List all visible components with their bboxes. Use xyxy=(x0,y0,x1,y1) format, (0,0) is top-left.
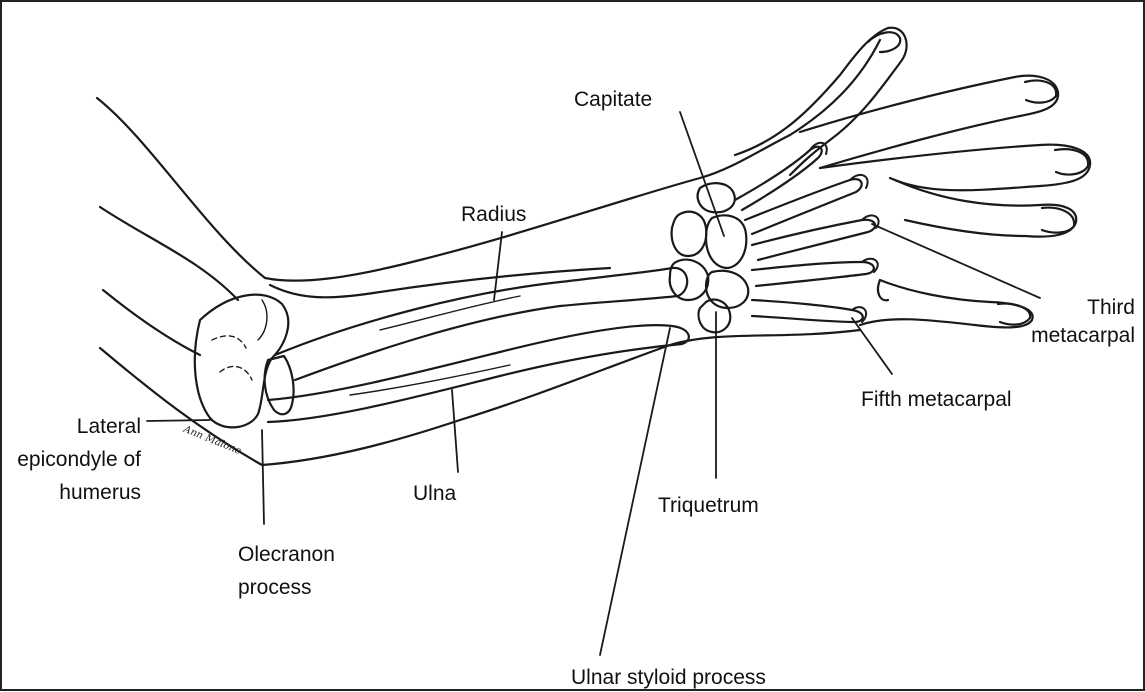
upper-arm-lower-outline xyxy=(103,290,200,355)
ring-finger-nail xyxy=(1042,208,1074,233)
metacarpal-4 xyxy=(752,262,874,286)
leader-olecranon xyxy=(262,430,264,524)
middle-finger-nail xyxy=(1055,149,1088,174)
ulna-bone xyxy=(268,325,689,422)
index-finger-nail xyxy=(1025,81,1056,103)
humerus-detail-1 xyxy=(212,336,246,348)
label-ulna: Ulna xyxy=(413,480,456,508)
carpal-3 xyxy=(672,212,707,256)
radius-bone xyxy=(275,268,687,380)
thumb-nail xyxy=(868,32,900,52)
little-finger-nail xyxy=(998,304,1030,325)
carpal-4 xyxy=(670,260,709,300)
carpal-capitate xyxy=(706,215,746,268)
metacarpal-fifth xyxy=(752,300,863,322)
label-olecranon-process: Olecranon process xyxy=(238,538,335,604)
metacarpal-bones xyxy=(735,147,875,322)
label-third-metacarpal: Third metacarpal xyxy=(1031,294,1135,350)
upper-arm-top-outline xyxy=(97,40,880,281)
label-lateral-epicondyle: Lateral epicondyle of humerus xyxy=(17,410,141,509)
label-triquetrum: Triquetrum xyxy=(658,492,759,520)
carpal-bones xyxy=(670,183,749,332)
metacarpal-2 xyxy=(745,179,862,234)
label-fifth-metacarpal: Fifth metacarpal xyxy=(861,386,1012,414)
humerus-distal-end xyxy=(195,295,289,428)
carpal-1 xyxy=(698,183,735,212)
label-capitate: Capitate xyxy=(574,86,652,114)
label-ulnar-styloid-process: Ulnar styloid process xyxy=(571,664,766,692)
humerus-detail-2 xyxy=(220,366,252,380)
humerus-detail-3 xyxy=(258,300,267,340)
upper-arm-back-outline xyxy=(100,207,238,300)
leader-lateral-epicondyle xyxy=(147,420,210,421)
leader-fifth-metacarpal xyxy=(852,318,892,374)
label-radius: Radius xyxy=(461,201,526,229)
carpal-5 xyxy=(706,271,748,308)
leader-ulna xyxy=(452,390,458,472)
